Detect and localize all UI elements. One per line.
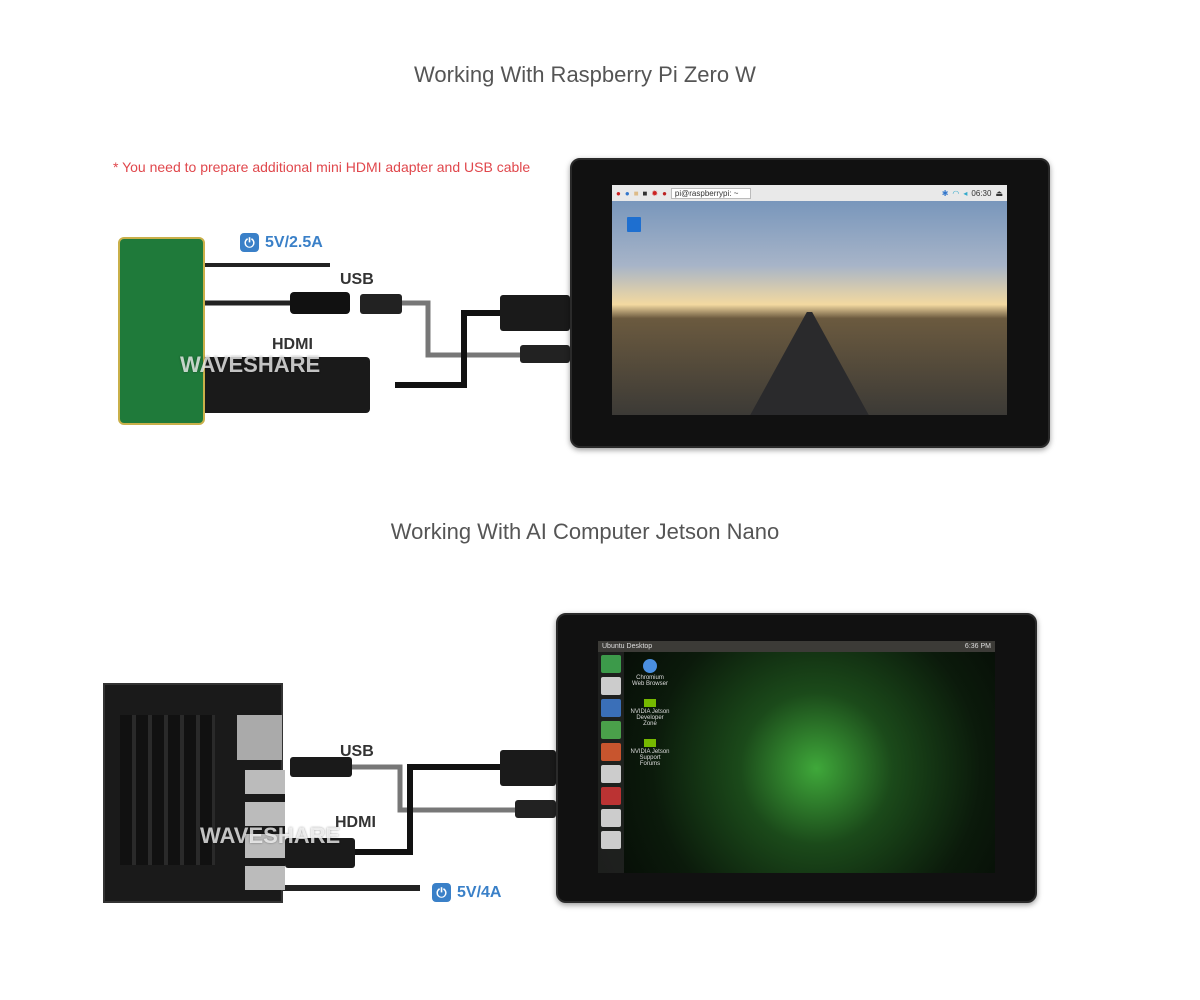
folder-icon: ■ (633, 188, 639, 198)
ubuntu-desktop-screen: Ubuntu Desktop 6:36 PM Chromium Web Brow… (598, 641, 995, 873)
window-title: Ubuntu Desktop (602, 643, 653, 650)
launcher-calc-icon[interactable] (601, 721, 621, 739)
hdmi-label: HDMI (272, 336, 313, 353)
math-icon: ✹ (651, 188, 659, 198)
wifi-icon: ◠ (952, 188, 960, 198)
ubuntu-taskbar: Ubuntu Desktop 6:36 PM (598, 641, 995, 652)
launcher-files-icon[interactable] (601, 677, 621, 695)
clock: 06:30 (971, 188, 992, 198)
eject-icon: ⏏ (995, 188, 1003, 198)
wolfram-icon: ● (662, 188, 667, 198)
launcher-impress-icon[interactable] (601, 743, 621, 761)
desktop-icon-forums[interactable]: NVIDIA Jetson Support Forums (630, 739, 670, 767)
raspberry-menu-icon: ● (616, 188, 621, 198)
usb-label: USB (340, 743, 374, 760)
power-value: 5V/4A (457, 883, 502, 901)
heatsink (120, 715, 215, 865)
power-value: 5V/2.5A (265, 233, 323, 251)
raspberry-pi-zero-board (118, 237, 205, 425)
section-title-pi-zero: Working With Raspberry Pi Zero W (414, 62, 756, 87)
watermark: WAVESHARE (180, 352, 321, 377)
desktop-icon-dev-zone[interactable]: NVIDIA Jetson Developer Zone (630, 699, 670, 727)
road-image (750, 311, 869, 415)
terminal-icon: ■ (642, 188, 648, 198)
launcher-software-icon[interactable] (601, 765, 621, 783)
bluetooth-icon: ✱ (941, 188, 949, 198)
launcher-terminal-icon[interactable] (601, 809, 621, 827)
unity-launcher (598, 652, 624, 873)
launcher-writer-icon[interactable] (601, 699, 621, 717)
clock: 6:36 PM (964, 643, 991, 650)
launcher-trash-icon[interactable] (601, 831, 621, 849)
ethernet-port (237, 715, 282, 760)
section-title-jetson: Working With AI Computer Jetson Nano (390, 519, 780, 544)
terminal-window-button[interactable]: pi@raspberrypi: ~ (670, 187, 751, 199)
jetson-nano-board (103, 683, 285, 903)
raspbian-taskbar: ● ● ■ ■ ✹ ● pi@raspberrypi: ~ ✱ ◠ ◂ 06:3… (612, 185, 1007, 201)
trash-icon[interactable] (627, 217, 641, 232)
desktop-icon-chromium[interactable]: Chromium Web Browser (630, 659, 670, 687)
usb-ports (245, 770, 285, 890)
adapter-note: * You need to prepare additional mini HD… (113, 159, 531, 175)
pi-cables (200, 263, 570, 413)
watermark: WAVESHARE (200, 823, 341, 848)
power-icon: ⏻ (240, 233, 259, 252)
power-icon: ⏻ (432, 883, 451, 902)
usb-label: USB (340, 271, 374, 288)
browser-icon: ● (624, 188, 630, 198)
power-label-pi: ⏻ 5V/2.5A (240, 233, 323, 252)
power-label-jetson: ⏻ 5V/4A (432, 883, 501, 902)
raspbian-desktop-screen: ● ● ■ ■ ✹ ● pi@raspberrypi: ~ ✱ ◠ ◂ 06:3… (612, 185, 1007, 415)
jetson-cables (283, 750, 556, 891)
hdmi-label: HDMI (335, 814, 376, 831)
volume-icon: ◂ (963, 188, 968, 198)
launcher-home-icon[interactable] (601, 655, 621, 673)
launcher-settings-icon[interactable] (601, 787, 621, 805)
